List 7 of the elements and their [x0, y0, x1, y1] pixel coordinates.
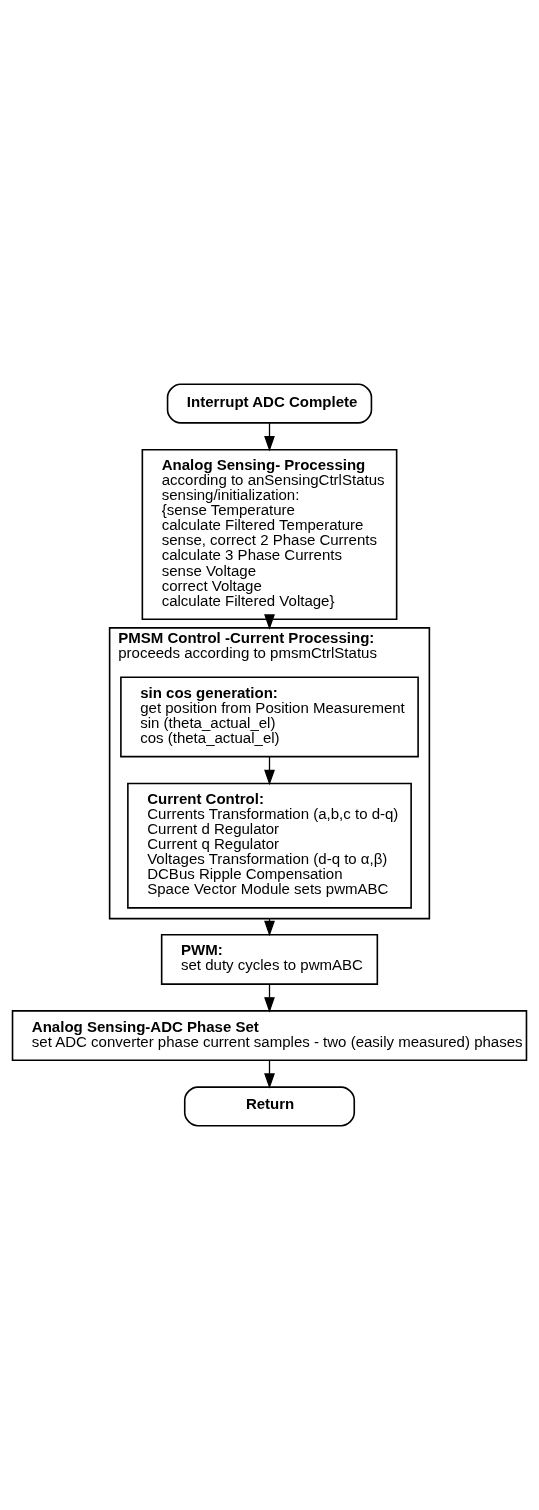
node-box: Current Control: Currents Transformation (a,b,c to d-q) Current d Regulator Current q Regulator Voltages Transformation (d-q to α,β) DCBus Ripple Compensation Space Vector Module sets pwmABC: [127, 782, 412, 909]
node-box: Return: [183, 1086, 356, 1127]
node-box: Interrupt ADC Complete: [166, 383, 373, 424]
node-box: Analog Sensing-ADC Phase Set set ADC converter phase current samples - two (easily measured) phases: [11, 1010, 528, 1062]
node-box: PWM: set duty cycles to pwmABC: [160, 933, 379, 985]
arrow: [264, 614, 275, 630]
node-box: sin cos generation: get position from Position Measurement sin (theta_actual_el) cos (theta_actual_el): [120, 676, 419, 758]
